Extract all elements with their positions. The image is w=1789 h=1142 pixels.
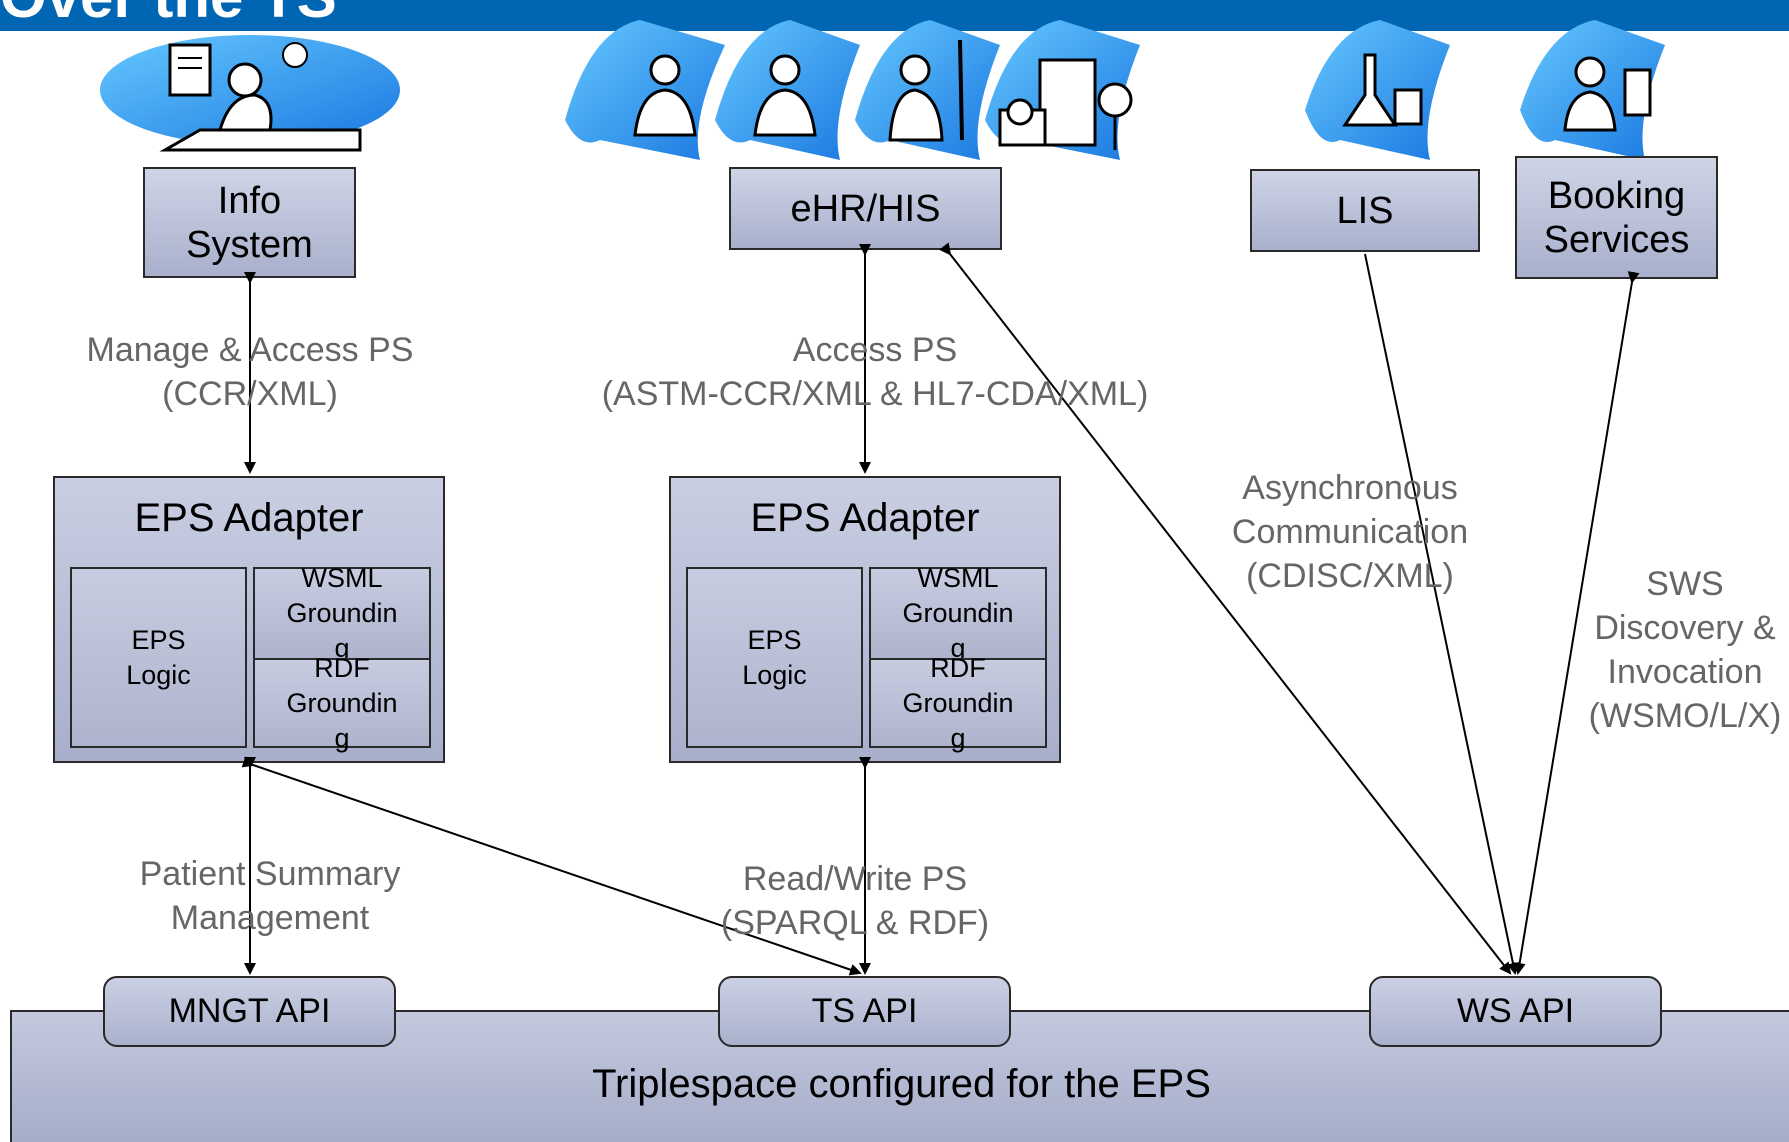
eps-logic-label: EPS Logic	[126, 624, 191, 690]
lis-ws-link	[1364, 253, 1519, 975]
booking-services-box: Booking Services	[1515, 156, 1718, 279]
eps-adapter-left: EPS Adapter EPS Logic WSML Groundin g RD…	[53, 476, 445, 763]
title-bar: Over the TS	[0, 0, 1789, 31]
wsml-grounding-label: WSML Groundin g	[286, 563, 398, 663]
ehr-ws-link	[939, 242, 1512, 975]
adapter-left-ts-link	[241, 756, 862, 976]
booking-nurse-icon	[1520, 20, 1665, 160]
lis-box: LIS	[1250, 169, 1480, 252]
ws-api-box: WS API	[1369, 976, 1662, 1047]
triplespace-label: Triplespace configured for the EPS	[592, 1062, 1211, 1106]
booking-ws-link	[1513, 271, 1640, 975]
eps-logic-label: EPS Logic	[742, 624, 807, 690]
manage-access-label: Manage & Access PS (CCR/XML)	[86, 331, 414, 413]
booking-services-label: Booking Services	[1543, 174, 1690, 261]
ehr-his-label: eHR/HIS	[790, 187, 941, 230]
rdf-grounding-box: RDF Groundin g	[253, 653, 431, 753]
surgeon-icon	[855, 20, 1000, 160]
ts-api-label: TS API	[811, 992, 918, 1030]
nurse-icon	[715, 20, 860, 160]
read-write-label: Read/Write PS (SPARQL & RDF)	[720, 860, 990, 942]
adapter-title: EPS Adapter	[134, 496, 364, 540]
ws-api-label: WS API	[1456, 992, 1575, 1030]
lab-flask-icon	[1305, 20, 1450, 160]
sws-discovery-label: SWS Discovery & Invocation (WSMO/L/X)	[1588, 565, 1782, 735]
clerk-at-desk-icon	[100, 35, 400, 152]
wsml-grounding-box: WSML Groundin g	[253, 563, 431, 663]
patient-summary-label: Patient Summary Management	[139, 855, 401, 937]
rdf-grounding-label: RDF Groundin g	[286, 652, 398, 753]
lis-label: LIS	[1336, 189, 1394, 232]
access-ps-label: Access PS (ASTM-CCR/XML & HL7-CDA/XML)	[601, 331, 1149, 413]
eps-logic-box: EPS Logic	[686, 567, 863, 748]
ehr-his-box: eHR/HIS	[729, 167, 1002, 250]
ts-api-box: TS API	[718, 976, 1011, 1047]
mngt-api-label: MNGT API	[168, 992, 331, 1030]
doctor-icon	[565, 20, 725, 160]
async-communication-label: Asynchronous Communication (CDISC/XML)	[1231, 469, 1469, 595]
page-title: Over the TS	[0, 0, 337, 31]
mngt-api-box: MNGT API	[103, 976, 396, 1047]
hospital-icon	[985, 20, 1140, 160]
info-system-label: Info System	[186, 179, 313, 266]
eps-logic-box: EPS Logic	[70, 567, 247, 748]
